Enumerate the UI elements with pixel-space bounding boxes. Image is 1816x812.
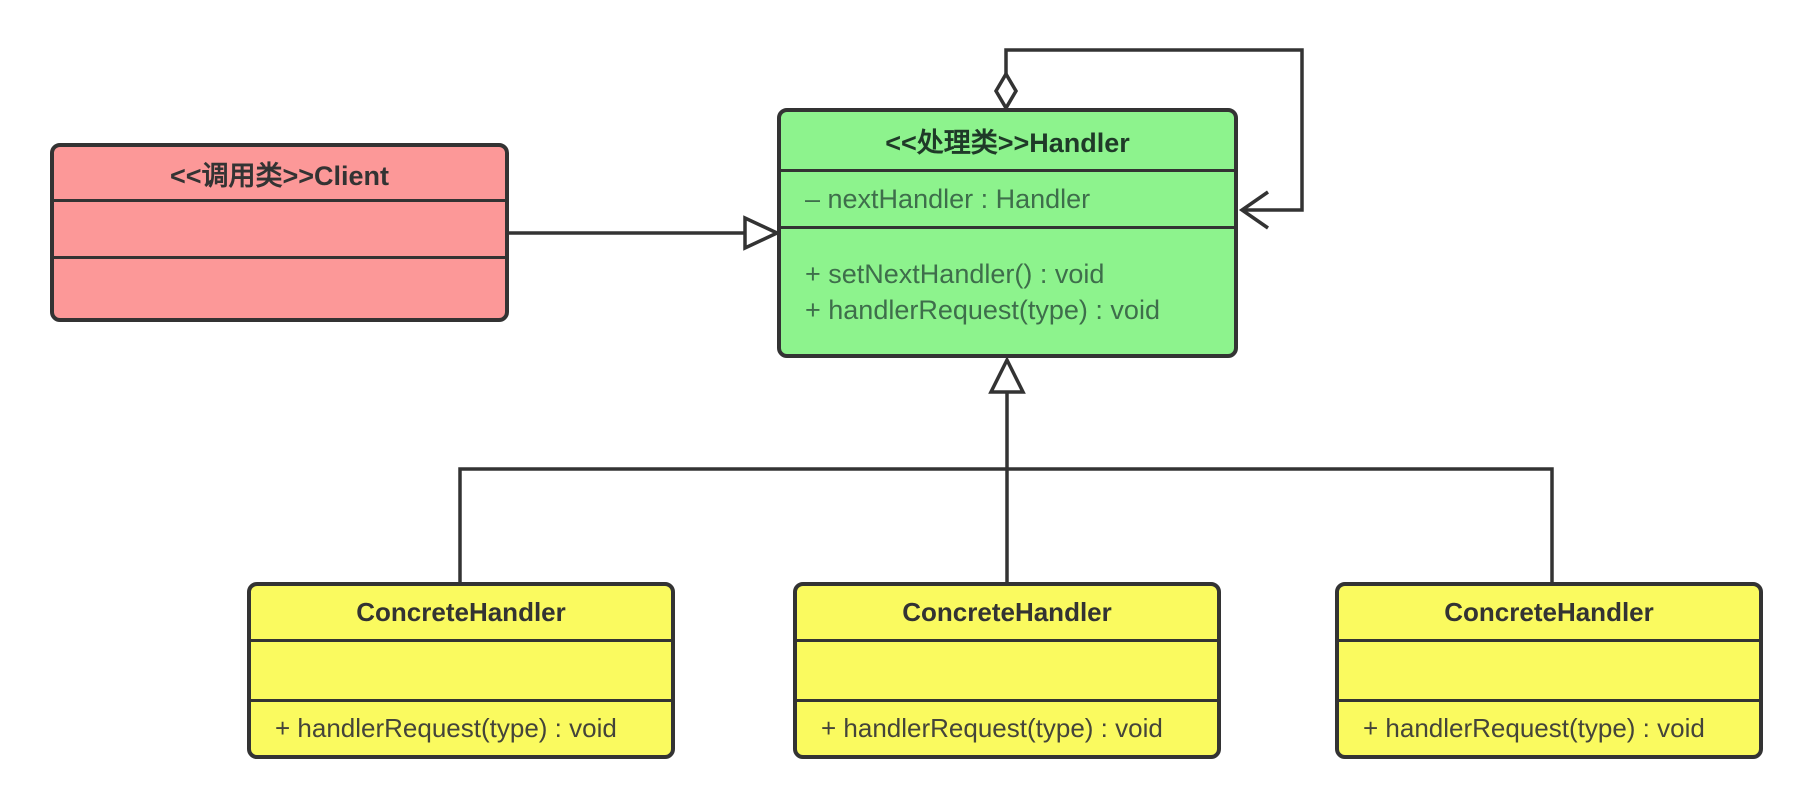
class-title-concrete-handler-2: ConcreteHandler <box>902 597 1112 627</box>
hollow-diamond-icon <box>993 70 1019 112</box>
class-box-concrete-handler-3: ConcreteHandler + handlerRequest(type) :… <box>1335 582 1763 759</box>
handler-method-setNextHandler: + setNextHandler() : void <box>805 258 1105 289</box>
client-methods-compartment <box>54 256 505 318</box>
concrete-handler-2-method: + handlerRequest(type) : void <box>797 699 1217 755</box>
handler-method-handlerRequest: + handlerRequest(type) : void <box>805 294 1160 325</box>
edge-generalization <box>458 356 1554 582</box>
hollow-triangle-arrowhead-icon <box>988 356 1026 394</box>
concrete-handler-3-method: + handlerRequest(type) : void <box>1339 699 1759 755</box>
class-title-client: <<调用类>>Client <box>169 160 390 191</box>
class-title-concrete-handler-1: ConcreteHandler <box>356 597 566 627</box>
class-box-concrete-handler-2: ConcreteHandler + handlerRequest(type) :… <box>793 582 1221 759</box>
class-box-handler: <<处理类>>Handler – nextHandler : Handler +… <box>777 108 1238 358</box>
handler-methods-compartment: + setNextHandler() : void + handlerReque… <box>781 226 1234 354</box>
handler-attribute: – nextHandler : Handler <box>781 169 1234 226</box>
concrete-handler-1-method: + handlerRequest(type) : void <box>251 699 671 755</box>
concrete-handler-2-attributes-compartment <box>797 639 1217 699</box>
class-box-client: <<调用类>>Client <box>50 143 509 322</box>
concrete-handler-3-attributes-compartment <box>1339 639 1759 699</box>
concrete-handler-1-attributes-compartment <box>251 639 671 699</box>
open-triangle-arrowhead-icon <box>743 215 782 251</box>
class-title-concrete-handler-3: ConcreteHandler <box>1444 597 1654 627</box>
class-box-concrete-handler-1: ConcreteHandler + handlerRequest(type) :… <box>247 582 675 759</box>
class-title-handler: <<处理类>>Handler <box>885 128 1130 158</box>
client-attributes-compartment <box>54 199 505 256</box>
open-v-arrowhead-icon <box>1238 190 1269 230</box>
edge-client-to-handler <box>509 215 782 251</box>
